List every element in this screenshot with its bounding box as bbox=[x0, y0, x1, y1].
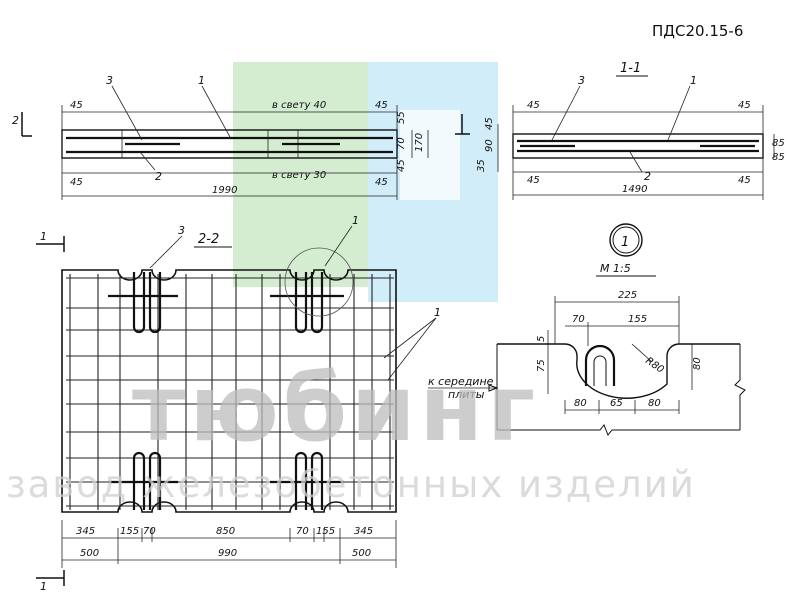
s22-callout-mesh: 1 bbox=[434, 306, 441, 319]
lifting-loop-bottom-left bbox=[132, 451, 162, 510]
s11-callout-1: 1 bbox=[690, 74, 697, 87]
callout-2: 2 bbox=[155, 170, 162, 183]
s11-overall: 1490 bbox=[622, 184, 647, 195]
dim-45-bottom-right: 45 bbox=[375, 177, 388, 188]
section-2-2-title: 2-2 bbox=[198, 232, 219, 247]
plan-dim-990: 990 bbox=[218, 548, 237, 559]
detail-dim-5: 5 bbox=[536, 336, 547, 342]
detail-dim-80-a: 80 bbox=[574, 398, 587, 409]
s11-dim-35: 35 bbox=[476, 159, 487, 172]
watermark-main: тюбинг bbox=[132, 355, 539, 462]
plan-dim-70-right: 70 bbox=[296, 526, 309, 537]
watermark-logo bbox=[233, 62, 498, 302]
s11-dim-90: 90 bbox=[484, 139, 495, 152]
s11-callout-2: 2 bbox=[644, 170, 651, 183]
watermark-text: тюбинг завод железобетонных изделий bbox=[6, 355, 696, 506]
dim-45-side: 45 bbox=[396, 159, 407, 172]
s11-dim-45-tl: 45 bbox=[527, 100, 540, 111]
lifting-loop-bottom-right bbox=[294, 451, 324, 510]
dim-170: 170 bbox=[414, 133, 425, 152]
lifting-loop-top-left bbox=[132, 272, 162, 334]
detail-dim-70: 70 bbox=[572, 314, 585, 325]
watermark-white-notch bbox=[400, 110, 460, 200]
dim-45-top-right: 45 bbox=[375, 100, 388, 111]
section-marker-1-top: 1 bbox=[40, 230, 47, 243]
dim-45-bottom-left: 45 bbox=[70, 177, 83, 188]
detail-dim-80-b: 80 bbox=[648, 398, 661, 409]
plan-dim-70-left: 70 bbox=[143, 526, 156, 537]
detail-recess-profile bbox=[497, 343, 740, 399]
detail-loop bbox=[584, 344, 616, 386]
dim-45-top-left: 45 bbox=[70, 100, 83, 111]
lifting-loops bbox=[108, 272, 344, 510]
section-1-1: 1-1 45 45 45 45 45 90 35 85 85 1490 3 1 … bbox=[455, 61, 785, 200]
document-code: ПДС20.15-6 bbox=[652, 22, 743, 40]
section-2-2: 2-2 1 1 3 1 1 bbox=[36, 214, 441, 593]
s11-dim-85-bot: 85 bbox=[772, 152, 785, 163]
detail-note-line2: плиты bbox=[448, 388, 485, 401]
clear-span-bottom: в свету 30 bbox=[272, 170, 326, 181]
section-marker-1-bottom: 1 bbox=[40, 580, 47, 593]
detail-1: 1 М 1:5 225 70 155 R80 5 75 80 к середин… bbox=[428, 223, 746, 436]
watermark-green-block bbox=[233, 62, 368, 287]
s22-callout-1: 1 bbox=[352, 214, 359, 227]
dim-70: 70 bbox=[396, 137, 407, 150]
clear-span-top: в свету 40 bbox=[272, 100, 326, 111]
s11-callout-3: 3 bbox=[578, 74, 585, 87]
plan-dim-345-left: 345 bbox=[76, 526, 95, 537]
section-1-1-title: 1-1 bbox=[620, 61, 641, 76]
detail-dim-80-right: 80 bbox=[692, 357, 703, 370]
s22-callout-3: 3 bbox=[178, 224, 185, 237]
top-view: 2 45 45 45 45 в свету 40 в свету 30 55 7… bbox=[12, 74, 429, 200]
callout-3: 3 bbox=[106, 74, 113, 87]
overall-length: 1990 bbox=[212, 185, 237, 196]
plan-dim-155-right: 155 bbox=[316, 526, 335, 537]
plan-dim-155-left: 155 bbox=[120, 526, 139, 537]
detail-1-number: 1 bbox=[621, 235, 629, 250]
detail-radius: R80 bbox=[643, 355, 665, 375]
lifting-loop-top-right bbox=[294, 272, 324, 334]
plan-dim-500-right: 500 bbox=[352, 548, 371, 559]
s11-dim-85-top: 85 bbox=[772, 138, 785, 149]
detail-dim-225: 225 bbox=[618, 290, 637, 301]
s11-dim-45-br: 45 bbox=[738, 175, 751, 186]
detail-note-line1: к середине bbox=[428, 375, 494, 388]
plan-dim-500-left: 500 bbox=[80, 548, 99, 559]
detail-dim-65: 65 bbox=[610, 398, 623, 409]
detail-dim-75: 75 bbox=[536, 359, 547, 372]
detail-1-number-circle bbox=[609, 223, 643, 257]
detail-1-marker-circle bbox=[284, 247, 354, 317]
detail-dim-155: 155 bbox=[628, 314, 647, 325]
s11-dim-45-tr: 45 bbox=[738, 100, 751, 111]
section-marker-2: 2 bbox=[12, 114, 19, 127]
watermark-sub: завод железобетонных изделий bbox=[6, 463, 696, 506]
s11-dim-45-bl: 45 bbox=[527, 175, 540, 186]
plan-dim-345-right: 345 bbox=[354, 526, 373, 537]
detail-1-scale: М 1:5 bbox=[600, 262, 631, 275]
callout-1: 1 bbox=[198, 74, 205, 87]
s11-dim-45-left: 45 bbox=[484, 117, 495, 130]
dim-55: 55 bbox=[396, 111, 407, 124]
plan-dim-850: 850 bbox=[216, 526, 235, 537]
